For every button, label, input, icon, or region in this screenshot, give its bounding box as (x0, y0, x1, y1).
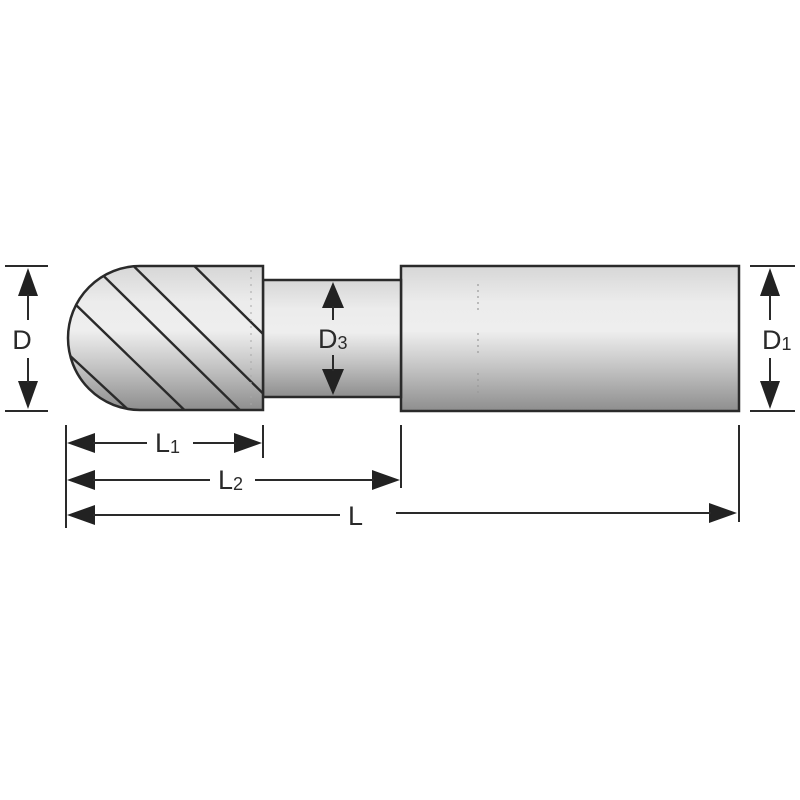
dimension-D: D (5, 265, 48, 412)
shank (399, 264, 741, 413)
dimension-L: L (67, 501, 737, 531)
label-L1: L1 (155, 428, 180, 458)
label-L: L (348, 501, 363, 531)
label-L2: L2 (218, 465, 243, 495)
dimension-L2: L2 (67, 465, 400, 495)
extension-lines (65, 425, 740, 528)
dimension-D3: D3 (318, 282, 348, 395)
cutting-head (66, 264, 265, 412)
label-D: D (12, 325, 32, 355)
dimension-L1: L1 (67, 428, 262, 458)
dimension-D1: D1 (750, 265, 795, 412)
label-D3: D3 (318, 324, 348, 354)
label-D1: D1 (762, 325, 792, 355)
